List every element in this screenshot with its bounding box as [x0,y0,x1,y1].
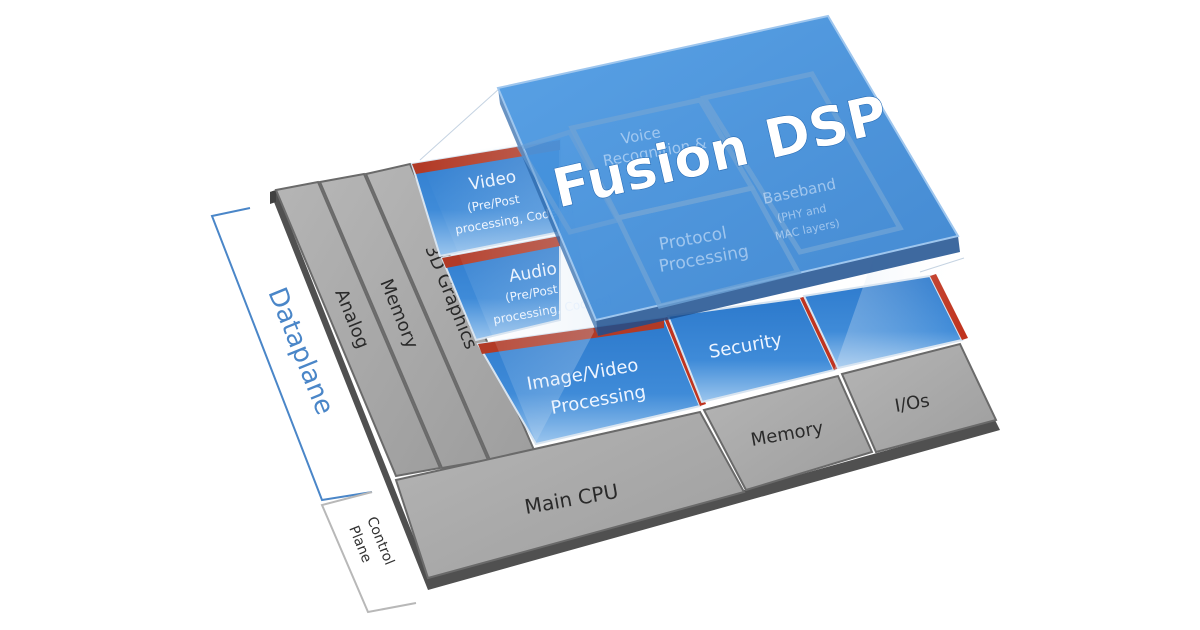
beam-right [834,250,962,370]
memory-bottom-block [702,374,874,492]
protocol-processing-block [614,185,802,309]
fusion-dsp-panel: Voice Recognition & Protocol Processing … [496,14,960,336]
codec-block [516,128,622,235]
ios-block [840,342,998,454]
gray-bottom-blocks: Main CPU Memory I/Os [394,342,998,580]
analog-block [274,180,442,478]
main-cpu-block [394,410,746,580]
baseband-block [700,71,904,255]
gray-vertical-blocks: Analog Memory 3D Graphics [274,162,536,478]
